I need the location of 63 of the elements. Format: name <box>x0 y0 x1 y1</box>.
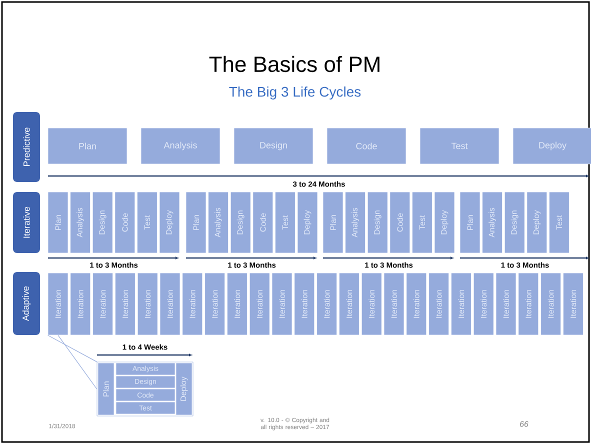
subtitle: The Big 3 Life Cycles <box>229 86 361 100</box>
phase-box: Analysis <box>70 192 90 254</box>
phase-box: Plan <box>322 192 344 254</box>
phase-box: Test <box>137 192 158 254</box>
phase-box: Deploy <box>297 192 318 254</box>
phase-box: Code <box>326 128 406 164</box>
phase-box: Design <box>92 192 113 254</box>
phase-box: Iteration <box>70 272 91 336</box>
phase-box: Iteration <box>473 272 494 336</box>
phase-box: Iteration <box>249 272 270 336</box>
phase-box: Deploy <box>526 192 548 254</box>
phase-box: Iteration <box>496 272 516 336</box>
phase-box: Iteration <box>160 272 180 336</box>
phase-box: Iteration <box>361 272 382 336</box>
phase-box: Iteration <box>294 272 315 336</box>
leader-line <box>58 334 98 390</box>
phase-box: Deploy <box>512 128 591 164</box>
phase-box: Code <box>390 192 410 254</box>
phase-box: Analysis <box>345 192 366 254</box>
phase-box: Iteration <box>451 272 472 336</box>
phase-box: Iteration <box>316 272 337 336</box>
phase-box: Iteration <box>563 272 584 336</box>
phase-box: Iteration <box>137 272 158 336</box>
phase-box: Plan <box>98 362 114 416</box>
phase-box: Test <box>420 128 500 164</box>
phase-box: Iteration <box>227 272 248 336</box>
title: The Basics of PM <box>209 56 380 72</box>
phase-box: Design <box>230 192 251 254</box>
phase-box: Design <box>504 192 525 254</box>
row-tab: Predictive <box>13 112 40 182</box>
phase-box: Iteration <box>406 272 427 336</box>
phase-box: Iteration <box>428 272 449 336</box>
phase-box: Code <box>114 192 136 254</box>
phase-box: Plan <box>48 192 68 254</box>
row-tab: Adaptive <box>13 272 40 335</box>
phase-box: Analysis <box>140 128 220 164</box>
phase-box: Design <box>234 128 314 164</box>
phase-box: Iteration <box>115 272 136 336</box>
phase-box: Design <box>367 192 388 254</box>
phase-box: Deploy <box>159 192 180 254</box>
phase-box: Plan <box>186 192 206 254</box>
phase-box: Code <box>252 192 274 254</box>
phase-box: Iteration <box>518 272 539 336</box>
phase-box: Analysis <box>208 192 228 254</box>
phase-box: Analysis <box>482 192 502 254</box>
phase-box: Test <box>412 192 432 254</box>
phase-box: Test <box>275 192 296 254</box>
phase-box: Iteration <box>92 272 113 336</box>
phase-box: Deploy <box>434 192 455 254</box>
phase-box: Iteration <box>182 272 203 336</box>
phase-box: Plan <box>48 128 128 164</box>
phase-box: Iteration <box>272 272 292 336</box>
page-number: 66 <box>520 421 528 427</box>
phase-box: Iteration <box>48 272 68 336</box>
phase-box: Iteration <box>339 272 360 336</box>
phase-box: Test <box>549 192 570 254</box>
row-tab: Iterative <box>13 192 40 253</box>
leader-line <box>48 334 98 362</box>
phase-box: Deploy <box>176 362 192 416</box>
phase-box: Plan <box>460 192 480 254</box>
phase-box: Iteration <box>204 272 225 336</box>
phase-box: Iteration <box>384 272 404 336</box>
phase-box: Iteration <box>540 272 561 336</box>
